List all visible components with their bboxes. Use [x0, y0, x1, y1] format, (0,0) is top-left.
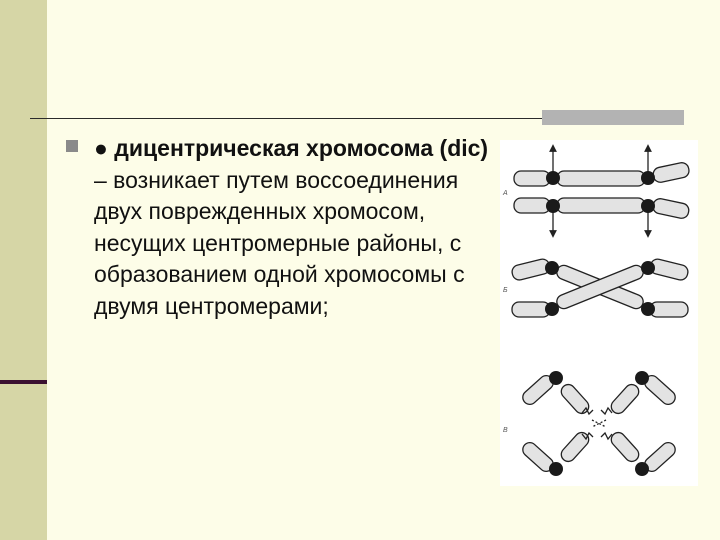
- panel-label-a: А: [502, 190, 508, 197]
- term-definition: – возникает путем воссоединения двух пов…: [94, 166, 465, 319]
- panel-label-b: Б: [503, 287, 508, 294]
- sidebar-band: [0, 0, 47, 540]
- panel-label-c: В: [503, 427, 508, 434]
- bullet-text: ● дицентрическая хромосома (dic) – возни…: [94, 133, 494, 322]
- title-rule-gray-block: [542, 110, 684, 125]
- term-bold: дицентрическая хромосома (dic): [114, 135, 489, 161]
- title-rule-line: [30, 118, 682, 119]
- bullet-square-icon: [66, 140, 78, 152]
- chromosome-figure: А Б В: [500, 140, 698, 486]
- sidebar-accent-line: [0, 380, 47, 384]
- inner-bullet-marker: ●: [94, 135, 108, 161]
- chromosome-diagram: А Б В: [502, 144, 690, 476]
